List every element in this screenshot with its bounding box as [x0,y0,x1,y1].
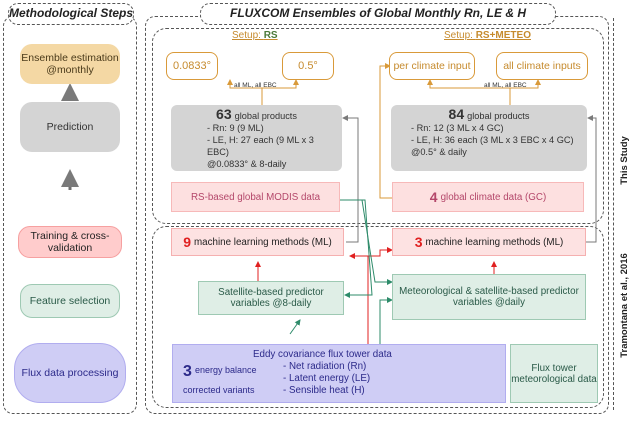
sidebar-divider [613,18,614,410]
step-prediction: Prediction [20,102,120,152]
flux-tower-box: Flux tower meteorological data [510,344,598,403]
rs-modis-box: RS-based global MODIS data [171,182,340,212]
rs-predictors-box: Satellite-based predictor variables @8-d… [198,281,344,315]
tramontana-frame [152,226,604,408]
rs-res-coarse: 0.5° [282,52,334,80]
this-study-frame [152,28,604,224]
rs-all-label: all ML, all EBC [234,82,277,89]
meteo-predictors-box: Meteorological & satellite-based predict… [392,274,586,320]
steps-header: Methodological Steps [8,3,134,25]
meteo-out-right: all climate inputs [496,52,588,80]
rs-res-fine: 0.0833° [166,52,218,80]
meteo-all-label: all ML, all EBC [484,82,527,89]
step-flux: Flux data processing [14,343,126,403]
setup-rs-title: Setup: RS [232,30,278,41]
step-training: Training & cross-validation [18,226,122,258]
setup-meteo-title: Setup: RS+METEO [444,30,531,41]
step-ensemble: Ensemble estimation @monthly [20,44,120,84]
meteo-out-left: per climate input [389,52,475,80]
eddy-box: Eddy covariance flux tower data 3 energy… [172,344,506,403]
step-feature: Feature selection [20,284,120,318]
fluxcom-header: FLUXCOM Ensembles of Global Monthly Rn, … [200,3,556,25]
